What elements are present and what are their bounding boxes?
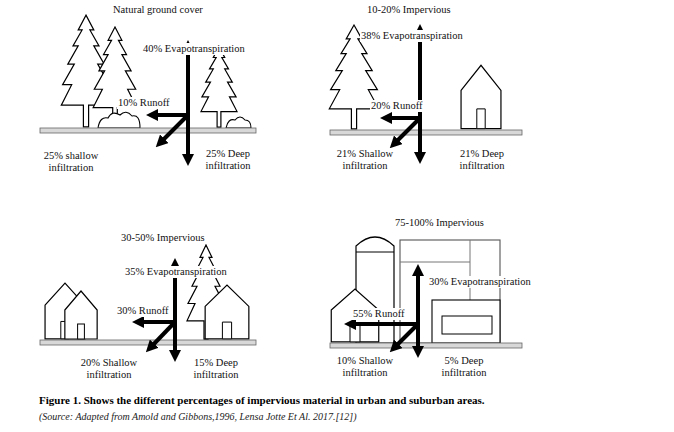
panel-low-impervious: [329, 25, 522, 158]
flow-arrow: [386, 116, 420, 120]
deep-infiltration-label: 5% Deep infiltration: [432, 355, 496, 379]
drawn-shape: [330, 130, 522, 135]
figure-caption: Figure 1. Shows the different percentage…: [38, 394, 486, 407]
panel-mid-impervious: [40, 245, 256, 356]
drawn-figure: [93, 27, 137, 127]
runoff-label: 55% Runoff: [352, 308, 405, 320]
shallow-infiltration-label: 21% Shallow infiltration: [330, 148, 400, 172]
deep-infiltration-label: 21% Deep infiltration: [450, 148, 514, 172]
drawn-figure: [205, 285, 249, 339]
panel-title: Natural ground cover: [112, 4, 204, 16]
flow-arrow: [160, 115, 188, 143]
drawn-shape: [98, 112, 140, 128]
shallow-infiltration-label: 20% Shallow infiltration: [74, 357, 144, 381]
drawn-shape: [442, 316, 492, 334]
drawn-shape: [432, 300, 500, 343]
drawn-figure: [201, 47, 237, 127]
runoff-label: 30% Runoff: [116, 305, 169, 317]
deep-infiltration-label: 25% Deep infiltration: [196, 148, 260, 172]
evapotranspiration-label: 30% Evapotranspiration: [428, 276, 532, 288]
flow-arrow: [418, 118, 422, 158]
flow-arrow: [394, 324, 418, 348]
flow-arrow: [356, 252, 394, 253]
drawn-shape: [330, 343, 522, 348]
drawn-shape: [226, 117, 251, 128]
flow-arrow: [470, 240, 471, 300]
panel-title: 10-20% Impervious: [366, 4, 452, 16]
drawn-shape: [40, 340, 256, 345]
flow-arrow: [152, 113, 188, 117]
source-note: (Source: Adapted from Amold and Gibbons,…: [38, 411, 358, 423]
flow-arrow: [150, 322, 175, 348]
flow-arrow: [138, 320, 175, 324]
evapotranspiration-label: 38% Evapotranspiration: [360, 30, 464, 42]
flow-arrow: [400, 262, 470, 263]
runoff-label: 20% Runoff: [370, 100, 423, 112]
drawn-figure: [461, 65, 501, 128]
evapotranspiration-label: 40% Evapotranspiration: [142, 43, 246, 55]
panel-natural: [40, 15, 256, 160]
drawn-shape: [40, 128, 256, 133]
panel-title: 30-50% Impervious: [120, 232, 206, 244]
panel-high-impervious: [330, 237, 522, 352]
drawn-figure: [65, 291, 97, 339]
flow-arrow: [416, 270, 420, 324]
evapotranspiration-label: 35% Evapotranspiration: [124, 266, 228, 278]
runoff-label: 10% Runoff: [117, 97, 170, 109]
shallow-infiltration-label: 25% shallow infiltration: [36, 150, 106, 174]
deep-infiltration-label: 15% Deep infiltration: [184, 357, 248, 381]
flow-arrow: [394, 118, 420, 144]
flow-arrow: [173, 322, 177, 356]
flow-arrow: [186, 46, 190, 115]
panel-title: 75-100% Impervious: [394, 217, 485, 229]
flow-arrow: [350, 322, 418, 326]
shallow-infiltration-label: 10% Shallow infiltration: [330, 355, 400, 379]
flow-arrow: [186, 115, 190, 160]
